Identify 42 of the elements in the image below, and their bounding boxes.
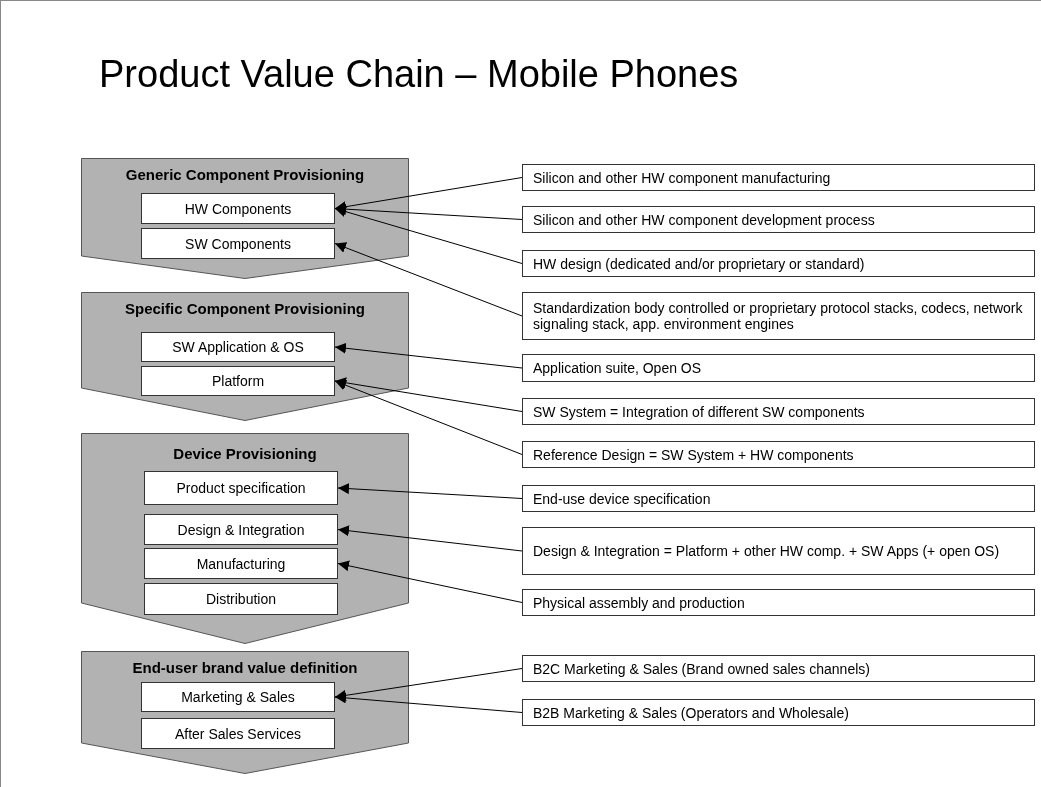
step-box: Product specification bbox=[144, 471, 338, 505]
description-box: B2C Marketing & Sales (Brand owned sales channels) bbox=[522, 655, 1035, 682]
description-box: Design & Integration = Platform + other HW comp. + SW Apps (+ open OS) bbox=[522, 527, 1035, 575]
arrow bbox=[334, 203, 523, 220]
arrow bbox=[334, 242, 523, 317]
step-box: After Sales Services bbox=[141, 718, 335, 749]
description-box: B2B Marketing & Sales (Operators and Wholesale) bbox=[522, 699, 1035, 726]
step-box: Distribution bbox=[144, 583, 338, 615]
arrow bbox=[334, 206, 523, 264]
chevron-band bbox=[81, 651, 409, 774]
step-box: HW Components bbox=[141, 193, 335, 224]
arrow bbox=[334, 692, 523, 713]
step-box: Design & Integration bbox=[144, 514, 338, 545]
description-box: Application suite, Open OS bbox=[522, 354, 1035, 382]
arrow bbox=[337, 560, 523, 603]
arrow bbox=[334, 377, 523, 412]
arrow bbox=[337, 525, 523, 552]
step-box: Manufacturing bbox=[144, 548, 338, 579]
description-box: SW System = Integration of different SW components bbox=[522, 398, 1035, 425]
description-box: Standardization body controlled or proprietary protocol stacks, codecs, network signaling stack, app. environment engines bbox=[522, 292, 1035, 340]
chevron-band bbox=[81, 158, 409, 279]
step-box: Marketing & Sales bbox=[141, 682, 335, 712]
description-box: Silicon and other HW component development process bbox=[522, 206, 1035, 233]
chevron-band bbox=[81, 292, 409, 421]
band-heading: Device Provisioning bbox=[172, 445, 318, 463]
description-box: Reference Design = SW System + HW components bbox=[522, 441, 1035, 468]
arrow bbox=[334, 379, 523, 455]
arrow bbox=[337, 483, 523, 499]
band-heading: Generic Component Provisioning bbox=[124, 166, 366, 184]
arrow bbox=[334, 342, 523, 369]
step-box: Platform bbox=[141, 366, 335, 396]
step-box: SW Components bbox=[141, 228, 335, 259]
chevron-band bbox=[81, 433, 409, 644]
title: Product Value Chain – Mobile Phones bbox=[99, 52, 739, 97]
description-box: Physical assembly and production bbox=[522, 589, 1035, 616]
step-box: SW Application & OS bbox=[141, 332, 335, 362]
description-box: Silicon and other HW component manufacturing bbox=[522, 164, 1035, 191]
band-heading: End-user brand value definition bbox=[131, 659, 359, 677]
band-heading: Specific Component Provisioning bbox=[124, 300, 366, 318]
description-box: End-use device specification bbox=[522, 485, 1035, 512]
arrow bbox=[334, 668, 523, 701]
description-box: HW design (dedicated and/or proprietary or standard) bbox=[522, 250, 1035, 277]
